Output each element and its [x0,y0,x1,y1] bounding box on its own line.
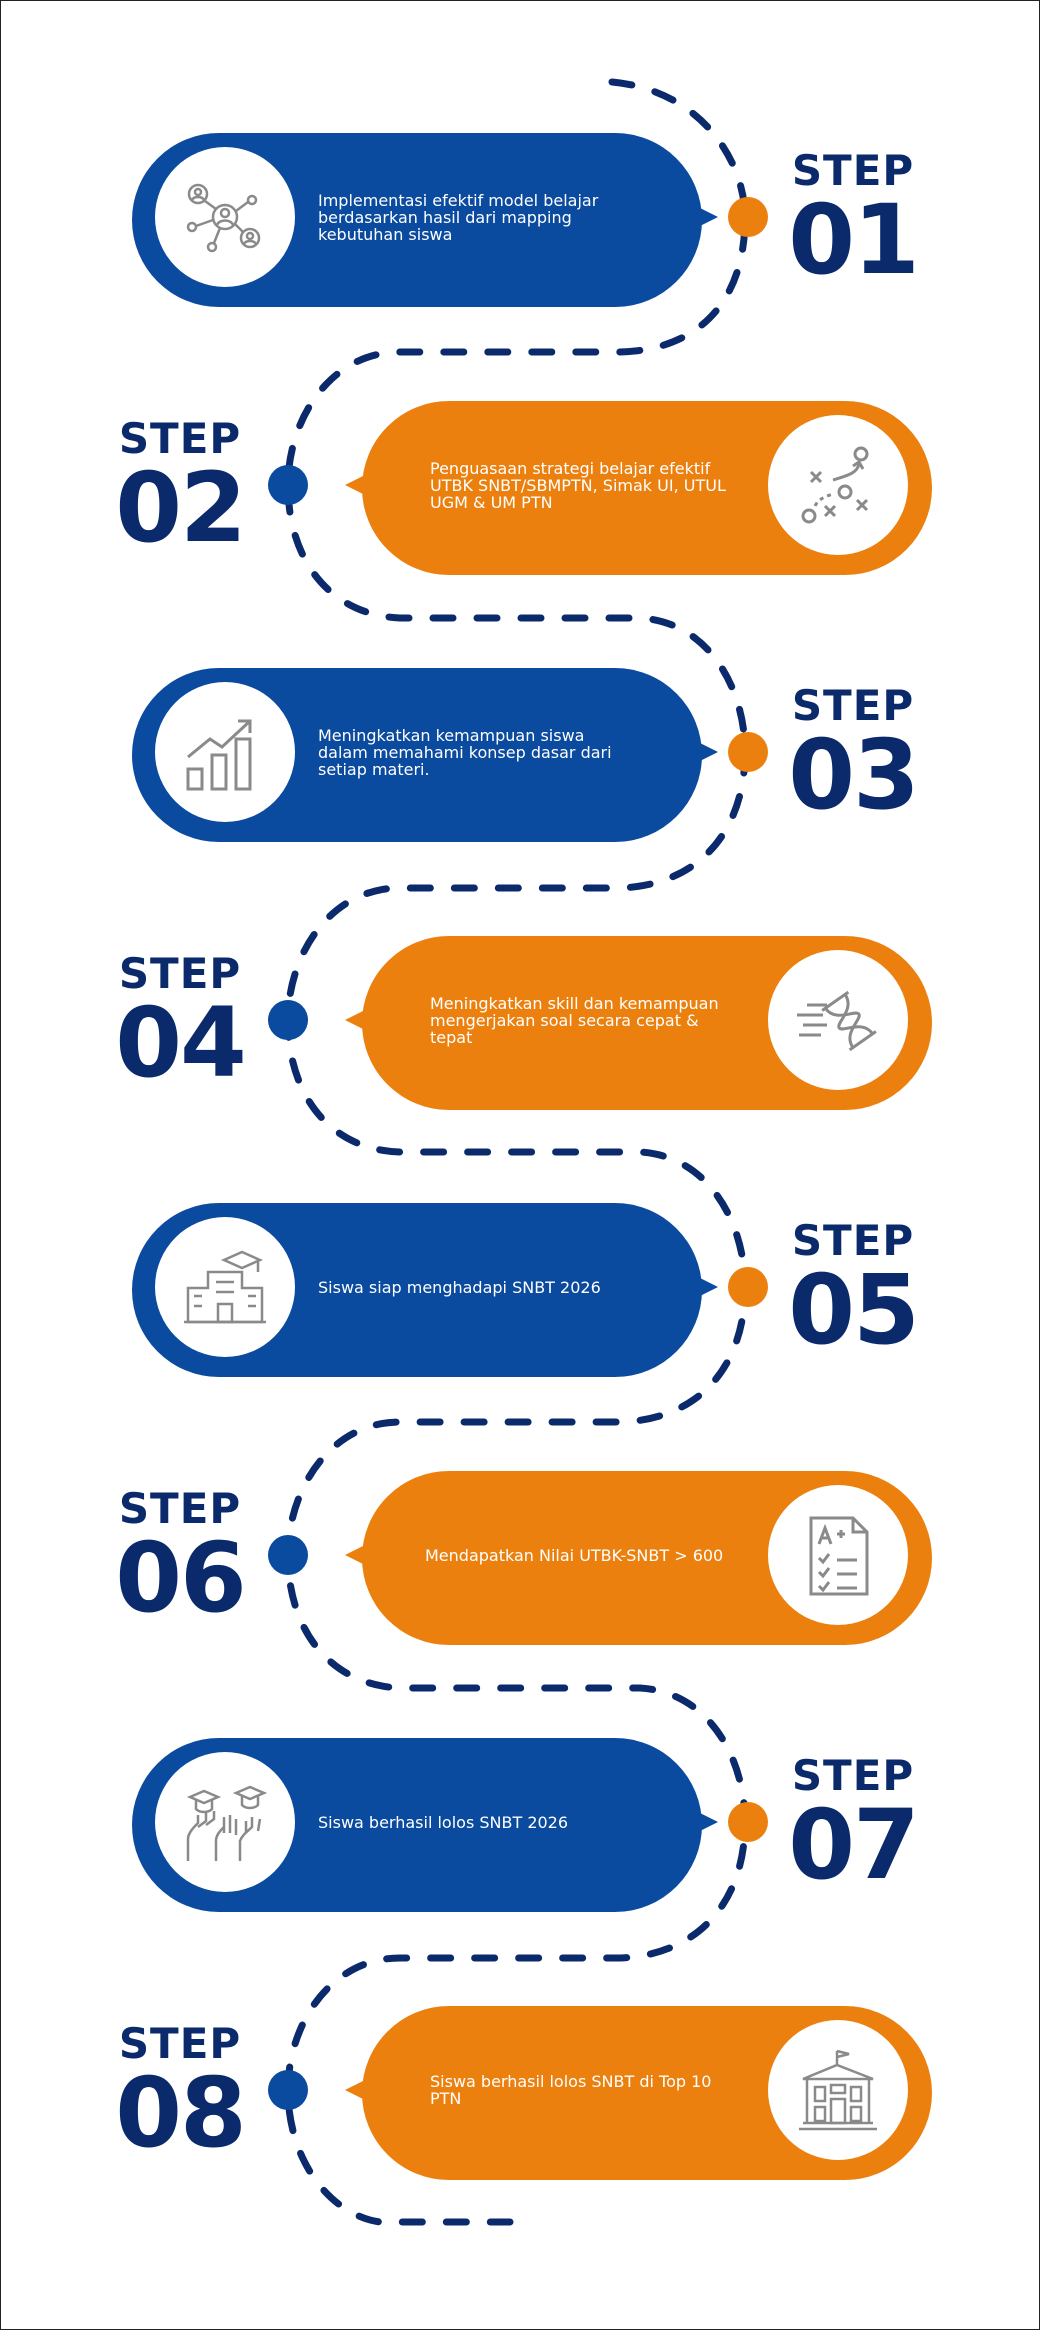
step-word: STEP [791,1751,915,1800]
step-06-icon-circle [768,1485,908,1625]
step-05-dot [728,1267,768,1307]
step-05-pointer [700,1278,718,1296]
step-01-icon-circle [155,147,295,287]
step-06-label: STEP 06 [105,1484,255,1634]
step-number: 02 [115,452,247,564]
step-03-dot [728,732,768,772]
step-06-pointer [345,1546,363,1564]
step-01-pointer [700,208,718,226]
step-04-description: Meningkatkan skill dan kemampuan mengerj… [430,993,719,1047]
grade-sheet-icon [809,1516,869,1596]
step-number: 07 [788,1789,920,1901]
growth-chart-icon [186,719,252,791]
step-word: STEP [118,949,242,998]
hourglass-speed-icon [797,990,877,1052]
campus-building-icon [799,2049,877,2131]
step-word: STEP [791,146,915,195]
step-05: Siswa siap menghadapi SNBT 2026 STEP 05 [0,1200,1040,1380]
step-04: Meningkatkan skill dan kemampuan mengerj… [0,933,1040,1113]
step-02-description: Penguasaan strategi belajar efektif UTBK… [430,458,726,512]
step-06-description: Mendapatkan Nilai UTBK-SNBT > 600 [425,1545,724,1565]
step-05-description: Siswa siap menghadapi SNBT 2026 [318,1277,601,1297]
network-people-icon [186,183,261,253]
step-number: 08 [115,2057,247,2169]
step-03-label: STEP 03 [778,681,928,831]
step-06: Mendapatkan Nilai UTBK-SNBT > 600 STEP 0… [0,1468,1040,1648]
step-07-label: STEP 07 [778,1751,928,1901]
step-01-description: Implementasi efektif model belajar berda… [318,190,599,244]
step-01-label: STEP 01 [778,146,928,296]
step-number: 06 [115,1522,247,1634]
step-word: STEP [118,1484,242,1533]
step-number: 05 [788,1254,920,1366]
step-04-pointer [345,1011,363,1029]
step-08: Siswa berhasil lolos SNBT di Top 10 PTN … [0,2003,1040,2183]
step-07-dot [728,1802,768,1842]
step-07: Siswa berhasil lolos SNBT 2026 STEP 07 [0,1735,1040,1915]
step-08-dot [268,2070,308,2110]
step-02-label: STEP 02 [105,414,255,564]
step-08-label: STEP 08 [105,2019,255,2169]
step-03: Meningkatkan kemampuan siswa dalam memah… [0,665,1040,845]
step-number: 03 [788,719,920,831]
step-word: STEP [118,2019,242,2068]
step-word: STEP [791,681,915,730]
step-02-pointer [345,476,363,494]
step-04-icon-circle [768,950,908,1090]
step-08-icon-circle [768,2020,908,2160]
step-03-description: Meningkatkan kemampuan siswa dalam memah… [318,725,612,779]
step-01-dot [728,197,768,237]
celebration-hands-icon [186,1785,268,1861]
step-02: Penguasaan strategi belajar efektif UTBK… [0,398,1040,578]
step-06-dot [268,1535,308,1575]
step-07-pointer [700,1813,718,1831]
step-word: STEP [118,414,242,463]
step-03-icon-circle [155,682,295,822]
step-number: 04 [115,987,247,1099]
university-graduation-icon [184,1250,266,1324]
strategy-play-icon [801,446,869,524]
step-02-icon-circle [768,415,908,555]
step-04-label: STEP 04 [105,949,255,1099]
step-05-icon-circle [155,1217,295,1357]
step-07-icon-circle [155,1752,295,1892]
step-04-dot [268,1000,308,1040]
step-07-description: Siswa berhasil lolos SNBT 2026 [318,1812,569,1832]
step-number: 01 [788,184,920,296]
step-01: Implementasi efektif model belajar berda… [0,130,1040,310]
step-03-pointer [700,743,718,761]
step-05-label: STEP 05 [778,1216,928,1366]
step-08-description: Siswa berhasil lolos SNBT di Top 10 PTN [430,2072,712,2108]
step-02-dot [268,465,308,505]
step-08-pointer [345,2081,363,2099]
step-word: STEP [791,1216,915,1265]
